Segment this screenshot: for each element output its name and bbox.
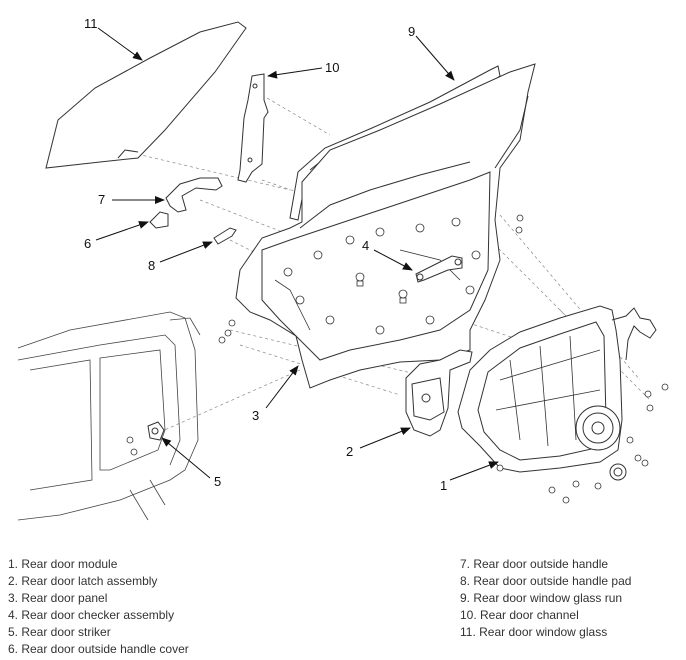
callout-1: 1: [440, 478, 447, 493]
legend-item-1: 1. Rear door module: [8, 557, 118, 571]
module-bolts: [496, 383, 669, 504]
legend-item-11: 11. Rear door window glass: [460, 625, 608, 639]
callout-3: 3: [252, 408, 259, 423]
legend-item-9: 9. Rear door window glass run: [460, 591, 623, 605]
legend-item-4: 4. Rear door checker assembly: [8, 608, 175, 622]
vehicle-body-outline: [17, 311, 201, 521]
legend-item-8: 8. Rear door outside handle pad: [460, 574, 632, 588]
callout-8: 8: [148, 258, 155, 273]
callout-6: 6: [84, 236, 91, 251]
rear-door-window-glass: [45, 21, 247, 169]
rear-door-outside-handle: [165, 177, 223, 213]
callout-5: 5: [214, 474, 221, 489]
rear-door-striker: [147, 421, 165, 441]
legend-item-2: 2. Rear door latch assembly: [8, 574, 158, 588]
legend-item-7: 7. Rear door outside handle: [460, 557, 609, 571]
callout-11: 11: [84, 16, 98, 31]
rear-door-panel: [235, 63, 536, 389]
legend-item-3: 3. Rear door panel: [8, 591, 108, 605]
rear-door-channel: [237, 73, 269, 183]
rear-door-outside-handle-pad: [213, 227, 237, 245]
legend-right-column: 7. Rear door outside handle 8. Rear door…: [460, 556, 631, 641]
mounting-bolts: [126, 214, 524, 456]
rear-door-module: [457, 305, 657, 481]
callout-9: 9: [408, 24, 415, 39]
rear-door-latch-assembly: [405, 349, 473, 437]
rear-door-checker-assembly: [415, 255, 463, 283]
exploded-parts-diagram: 11 10 9 7 6 8 4 3 2 5 1: [17, 16, 669, 521]
legend-item-10: 10. Rear door channel: [460, 608, 579, 622]
legend-item-5: 5. Rear door striker: [8, 625, 111, 639]
legend-left-column: 1. Rear door module 2. Rear door latch a…: [8, 556, 189, 658]
legend-item-6: 6. Rear door outside handle cover: [8, 642, 189, 656]
leader-lines: [95, 27, 499, 481]
callout-4: 4: [362, 238, 369, 253]
callout-7: 7: [98, 192, 105, 207]
rear-door-outside-handle-cover: [149, 211, 169, 229]
callout-10: 10: [325, 60, 339, 75]
callout-2: 2: [346, 444, 353, 459]
